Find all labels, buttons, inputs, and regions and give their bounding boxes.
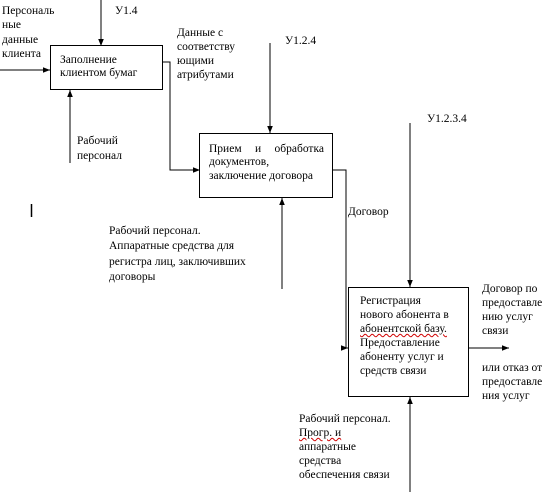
label-data-attrs-3: ющими [177,55,215,67]
label-mech-3-5: обеспечения связи [299,469,390,481]
box-fill-papers: Заполнение клиентом бумаг [50,45,163,90]
label-mech-2-4: договоры [109,271,156,283]
box-process-documents-line-2: документов, [209,156,270,168]
label-client-data-4: клиента [2,48,42,60]
label-data-attrs-1: Данные с [177,27,224,39]
label-output-2-1: или отказ от [482,362,543,374]
box-process-documents-line-3: заключение договора [209,170,314,182]
label-output-2-2: предоставле [482,376,543,388]
label-data-attrs-4: атрибутами [177,69,234,81]
label-client-data-3: данные [2,34,39,46]
label-mech-2-3: регистра лиц, заключивших [109,256,246,268]
arrow-box1-to-box2 [163,61,200,173]
box-register-subscriber: Регистрация нового абонента в абонентско… [348,287,469,397]
label-output-2-3: ния услуг [482,390,530,402]
label-data-attrs-2: соответству [177,41,236,53]
box-register-subscriber-line-6: средств связи [360,365,427,377]
box-process-documents-word-3: обработка [274,143,324,155]
label-control-u1-2-4: У1.2.4 [285,35,317,47]
box-register-subscriber-line-3: абонентской базу. [360,323,447,335]
label-output-1-2: предоставле [482,297,543,309]
label-mech-3-2: Прогр. и [299,427,342,439]
label-control-u1-4: У1.4 [115,5,138,17]
label-client-data-2: ные [2,19,21,31]
label-contract: Договор [348,206,389,218]
label-mech-2-2: Аппаратные средства для [109,240,235,252]
label-mech-1-1: Рабочий [77,135,118,147]
label-mech-3-1: Рабочий персонал. [299,413,391,425]
label-mech-2-1: Рабочий персонал. [109,225,201,237]
box-register-subscriber-line-4: Предоставление [360,337,440,349]
box-process-documents-word-2: и [254,143,262,155]
label-output-1-4: связи [482,325,509,337]
label-mech-3-4: средства [299,455,342,467]
arrow-box2-to-box3 [333,169,348,351]
label-output-1-1: Договор по [482,283,538,295]
box-fill-papers-line-2: клиентом бумаг [60,67,138,79]
label-client-data-1: Персональ [2,5,55,17]
label-control-u1-2-3-4: У1.2.3.4 [427,113,467,125]
box-register-subscriber-line-2: нового абонента в [360,309,449,321]
box-process-documents-word-1: Прием [209,143,242,155]
label-mech-3-3: аппаратные [299,441,356,453]
box-register-subscriber-line-1: Регистрация [360,295,421,307]
box-fill-papers-line-1: Заполнение [60,54,117,66]
label-mech-1-2: персонал [77,150,122,162]
label-output-1-3: нию услуг [482,311,533,323]
box-register-subscriber-line-5: абоненту услуг и [360,351,444,363]
